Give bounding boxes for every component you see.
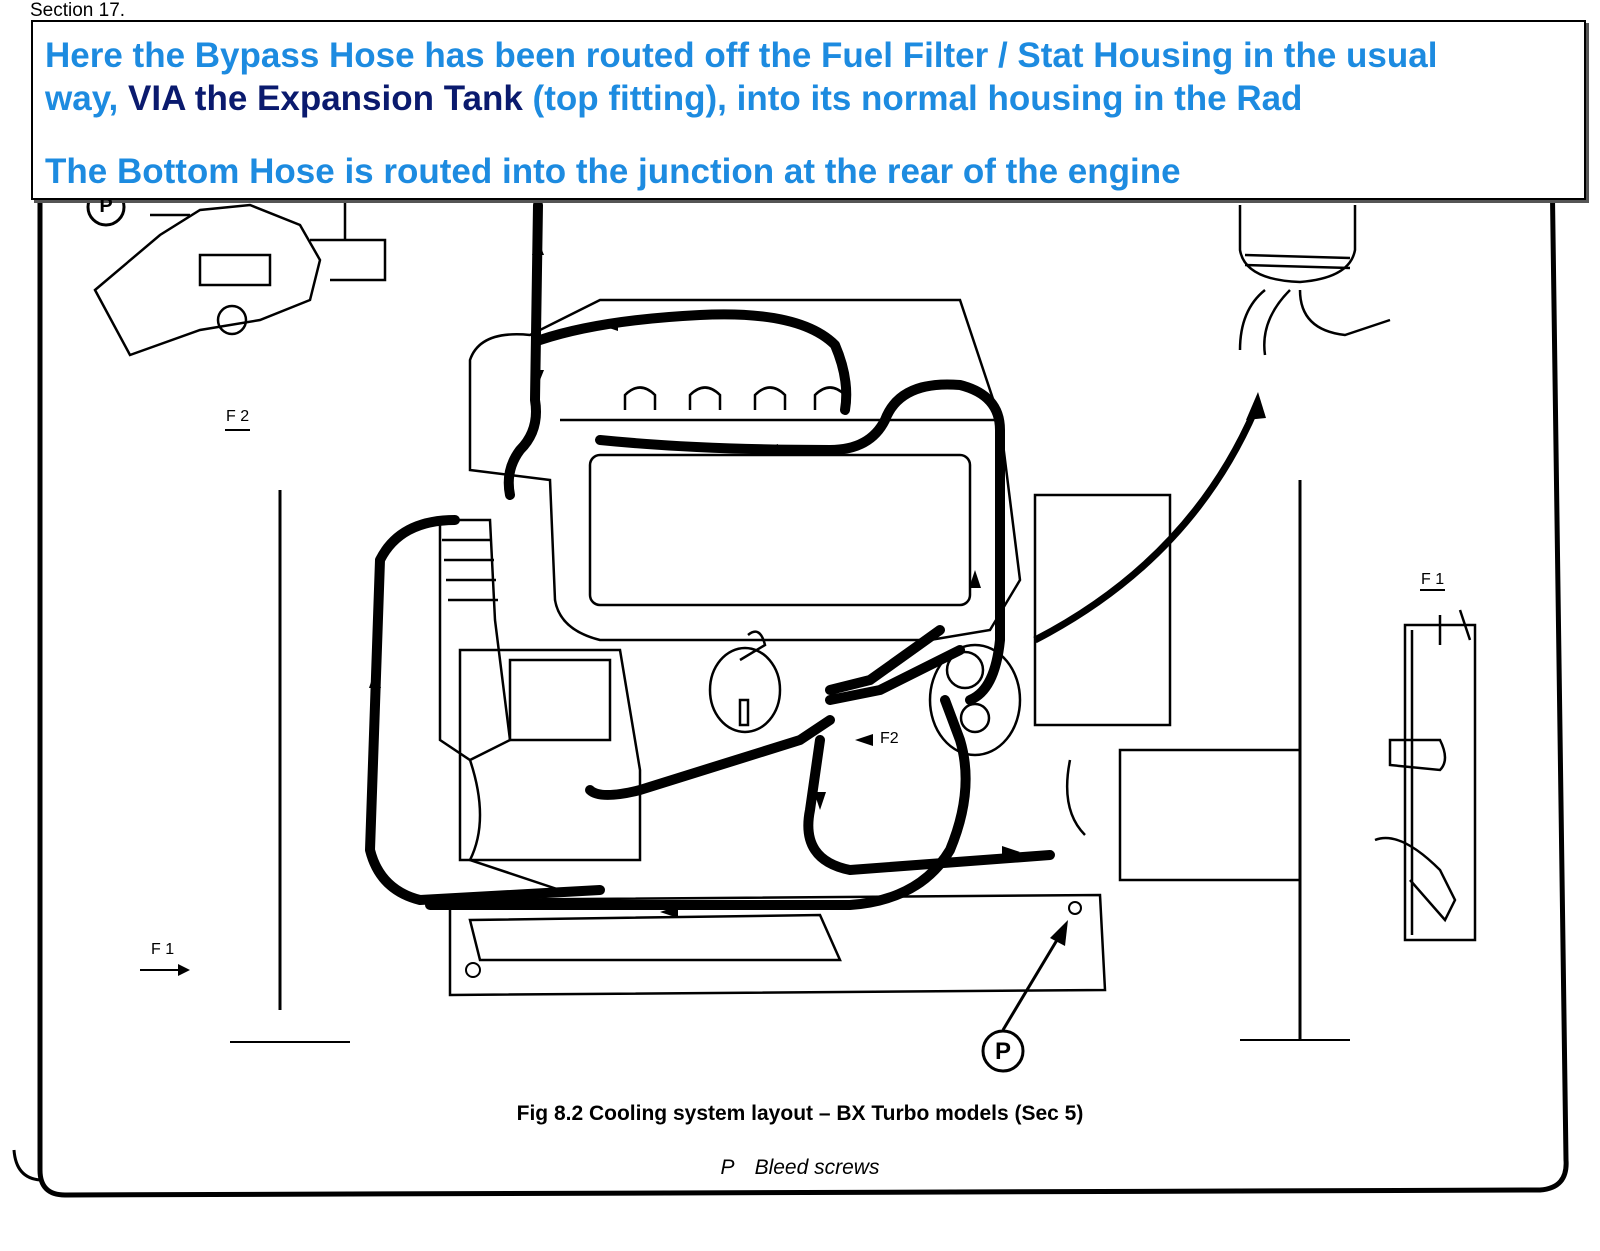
p-marker-circle bbox=[981, 1029, 1025, 1073]
figure-caption: Fig 8.2 Cooling system layout – BX Turbo… bbox=[516, 1102, 1084, 1125]
p-marker-leader-head bbox=[1050, 920, 1068, 946]
label-f2-top: F 2 bbox=[226, 408, 250, 425]
legend-text: Bleed screws bbox=[754, 1156, 880, 1179]
p-marker-leader bbox=[1001, 934, 1062, 1031]
flow-arrow bbox=[369, 670, 381, 688]
flow-arrows bbox=[369, 240, 1020, 918]
lower-return-hose bbox=[803, 735, 1055, 875]
heater-hose bbox=[585, 715, 835, 800]
flow-arrow bbox=[532, 370, 544, 385]
f-arrows bbox=[140, 429, 1445, 971]
flow-arrow bbox=[1002, 846, 1020, 858]
flow-arrow bbox=[855, 734, 873, 746]
p-marker-top-label: P bbox=[99, 195, 113, 217]
engine-block bbox=[448, 298, 1302, 997]
flow-arrow bbox=[760, 444, 778, 456]
callout-line-2: way, VIA the Expansion Tank (top fitting… bbox=[45, 77, 1572, 120]
flow-arrow bbox=[969, 570, 981, 588]
radiator bbox=[1374, 609, 1477, 942]
intake-bellows bbox=[438, 518, 561, 892]
inner-frame-bottom bbox=[12, 1149, 41, 1182]
coolant-hoses bbox=[365, 200, 1055, 910]
annotation-callout-box: Here the Bypass Hose has been routed off… bbox=[31, 20, 1586, 200]
f1-left-arrow-head bbox=[178, 964, 190, 976]
callout-line-2-prefix: way, bbox=[45, 79, 129, 118]
left-return-hose bbox=[365, 515, 605, 905]
expansion-tank bbox=[1238, 205, 1391, 356]
bypass-hose-top bbox=[503, 200, 543, 500]
flow-arrow bbox=[814, 792, 826, 810]
callout-line-1: Here the Bypass Hose has been routed off… bbox=[45, 36, 1438, 75]
callout-expansion-tank-highlight: VIA the Expansion Tank bbox=[128, 79, 523, 118]
figure-legend: P Bleed screws bbox=[0, 1156, 1600, 1180]
callout-line-3: The Bottom Hose is routed into the junct… bbox=[45, 152, 1181, 191]
flow-arrow bbox=[600, 319, 618, 331]
fuel-filter bbox=[708, 630, 782, 734]
callout-line-2-suffix: (top fitting), into its normal housing i… bbox=[522, 79, 1303, 118]
legend-key: P bbox=[720, 1156, 735, 1179]
curved-arrow-head bbox=[1246, 392, 1266, 420]
label-f2-mid: F2 bbox=[880, 730, 899, 747]
p-marker-label: P bbox=[994, 1038, 1011, 1065]
bottom-hose bbox=[425, 695, 971, 910]
label-f1-left: F 1 bbox=[151, 941, 175, 958]
fuel-filter-hoses bbox=[825, 625, 965, 705]
section-label: Section 17. bbox=[30, 0, 126, 21]
flow-arrow bbox=[532, 240, 544, 255]
curved-arrow-to-tank bbox=[1033, 408, 1259, 644]
bleed-screw-top bbox=[1068, 901, 1082, 915]
page-frame bbox=[37, 19, 1569, 1198]
expansion-hose bbox=[535, 309, 852, 415]
top-hose-to-rad bbox=[595, 379, 1005, 705]
flow-arrow bbox=[660, 906, 678, 918]
thermostat-housing-detail bbox=[93, 198, 400, 357]
label-f1-right: F 1 bbox=[1421, 571, 1445, 588]
bleed-screw-bottom bbox=[465, 962, 481, 978]
oil-filter-housing bbox=[928, 643, 1022, 757]
